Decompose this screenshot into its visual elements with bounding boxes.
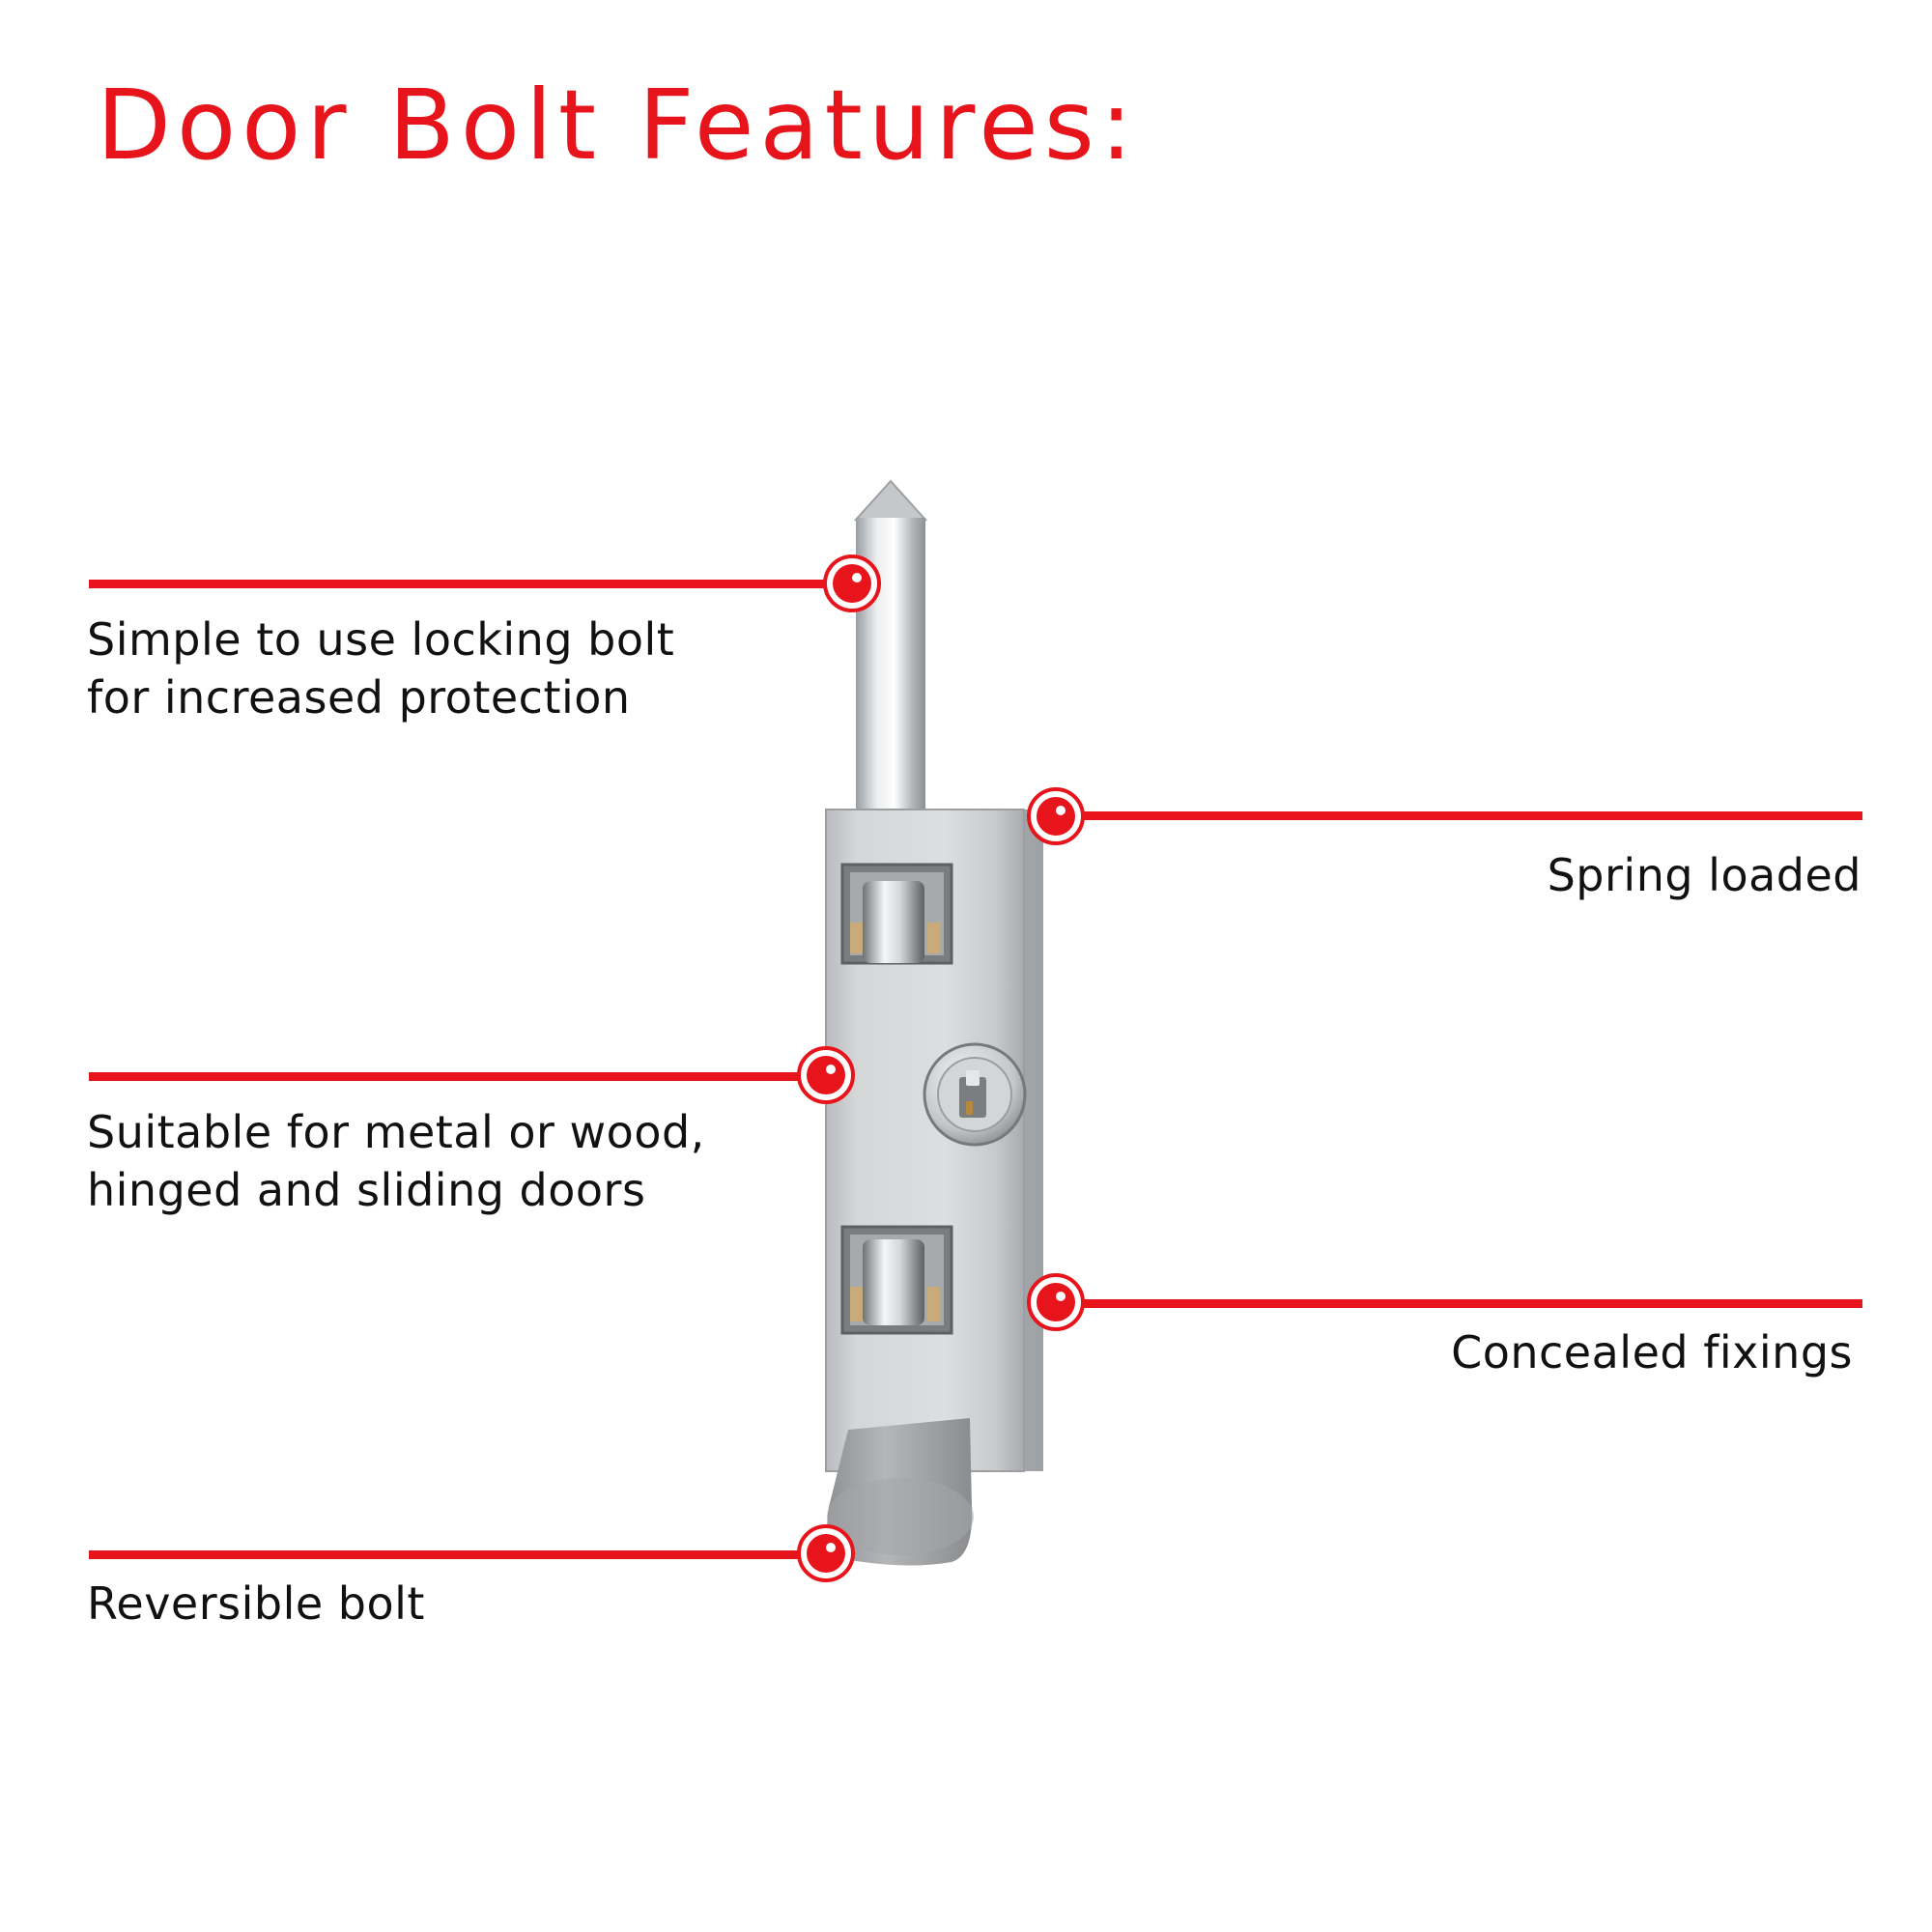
callout-marker-locking-bolt: [823, 554, 881, 612]
callout-label-suitable: Suitable for metal or wood, hinged and s…: [87, 1103, 705, 1219]
callout-label-line: Simple to use locking bolt: [87, 613, 675, 666]
callout-label-line: Reversible bolt: [87, 1577, 425, 1630]
callout-line-spring-loaded: [1077, 811, 1862, 820]
callout-line-reversible: [89, 1550, 825, 1559]
callout-line-locking-bolt: [89, 580, 854, 588]
callout-label-line: for increased protection: [87, 671, 631, 724]
key-cylinder: [923, 1042, 1027, 1147]
page-title: Door Bolt Features:: [97, 69, 1139, 182]
callout-line-suitable: [89, 1072, 825, 1081]
locking-bolt-pin: [853, 479, 928, 813]
lower-fixing-window: [840, 1225, 953, 1335]
callout-label-reversible: Reversible bolt: [87, 1575, 425, 1633]
callout-marker-reversible: [797, 1524, 855, 1582]
callout-marker-spring-loaded: [1027, 787, 1085, 845]
callout-label-line: Suitable for metal or wood,: [87, 1106, 705, 1158]
callout-label-line: Spring loaded: [1547, 849, 1861, 901]
callout-label-spring-loaded: Spring loaded: [1548, 846, 1861, 904]
callout-line-concealed-fixings: [1077, 1299, 1862, 1308]
callout-label-line: Concealed fixings: [1451, 1326, 1853, 1378]
callout-label-concealed-fixings: Concealed fixings: [1451, 1323, 1853, 1381]
callout-marker-suitable: [797, 1046, 855, 1104]
upper-fixing-window: [840, 863, 953, 965]
reversible-knob: [827, 1418, 974, 1566]
callout-label-line: hinged and sliding doors: [87, 1164, 646, 1216]
callout-label-locking-bolt: Simple to use locking bolt for increased…: [87, 611, 674, 726]
callout-marker-concealed-fixings: [1027, 1273, 1085, 1331]
